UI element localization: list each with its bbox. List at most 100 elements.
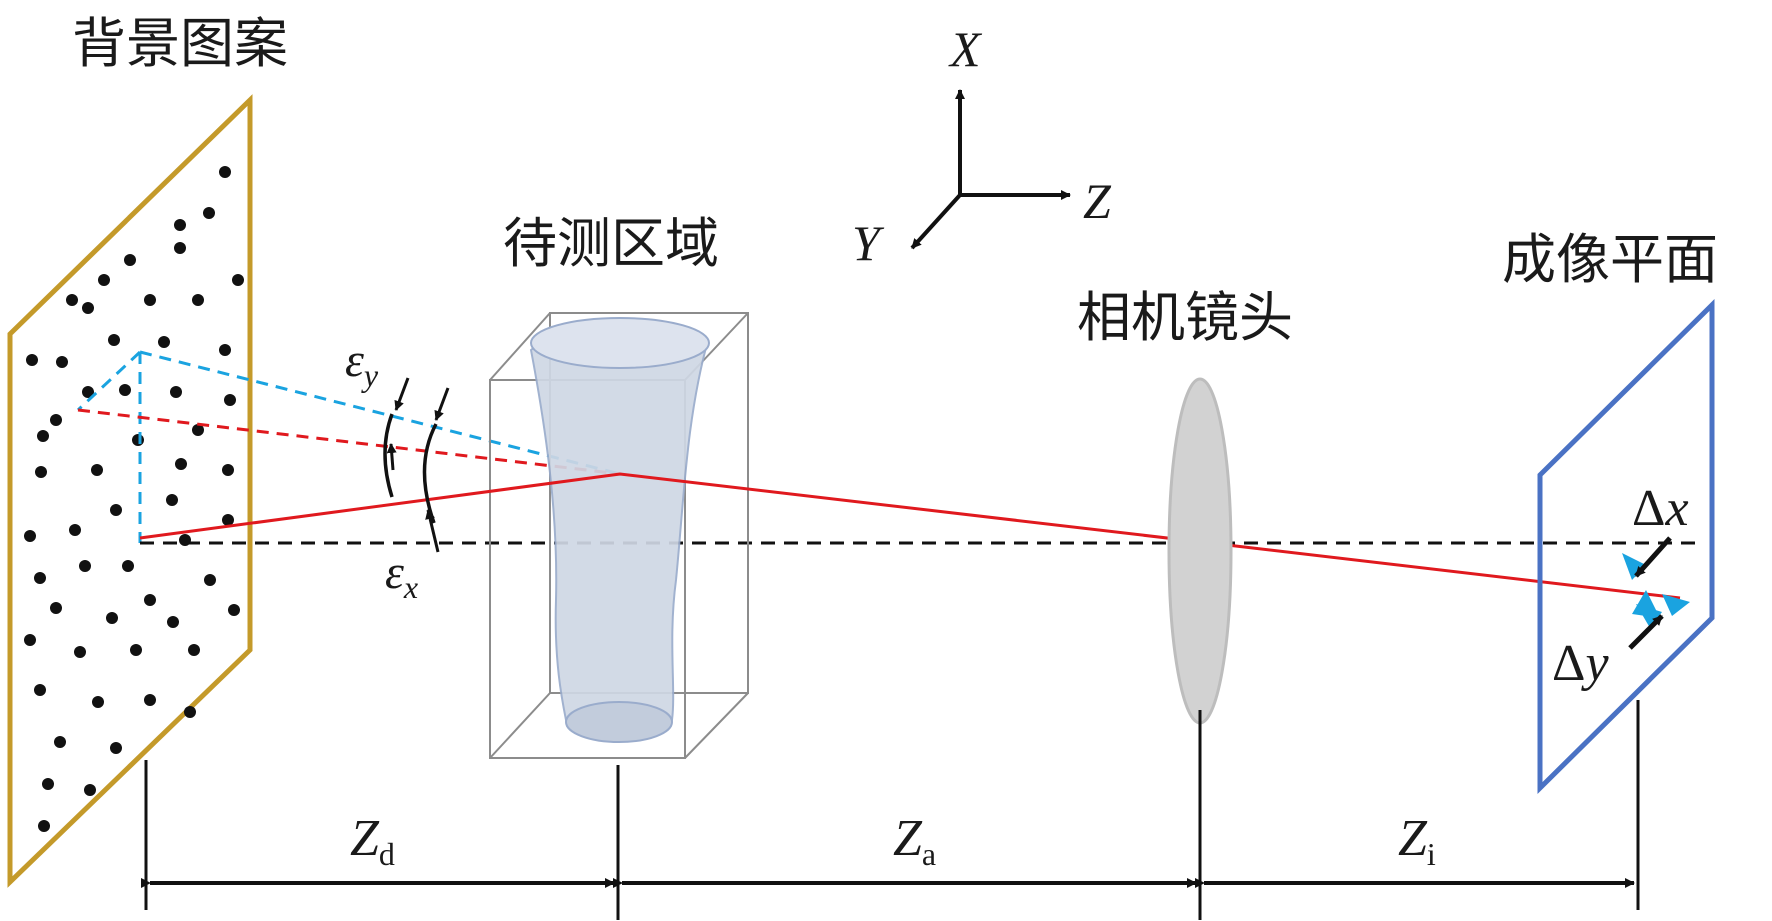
speckle-dot: [110, 742, 122, 754]
eps-y-base: ε: [345, 334, 364, 387]
speckle-dot: [110, 504, 122, 516]
coordinate-axes: [910, 89, 1071, 250]
speckle-dot: [35, 466, 47, 478]
speckle-dot: [228, 604, 240, 616]
dy-label: Δy: [1552, 635, 1609, 692]
zd-label: Zd: [350, 810, 395, 872]
zi-sub: i: [1427, 836, 1436, 872]
dy-var: y: [1580, 635, 1609, 692]
zd-sub: d: [379, 836, 395, 872]
speckle-dot: [203, 207, 215, 219]
dx-var: x: [1664, 480, 1688, 537]
eps-y-arrow-top: [394, 377, 410, 411]
dx-delta: Δ: [1632, 480, 1665, 537]
axis-z-label: Z: [1083, 173, 1112, 229]
speckle-dot: [69, 524, 81, 536]
za-sub: a: [922, 836, 936, 872]
speckle-dot: [82, 302, 94, 314]
eps-y-sub: y: [361, 357, 379, 393]
speckle-dot: [124, 254, 136, 266]
apparent-ray: [77, 408, 621, 476]
speckle-dot: [24, 530, 36, 542]
speckle-dot: [219, 166, 231, 178]
speckle-dot: [144, 294, 156, 306]
speckle-dot: [122, 560, 134, 572]
eps-y-label: εy: [345, 334, 379, 393]
speckle-dot: [34, 684, 46, 696]
speckle-dots: [24, 166, 244, 832]
speckle-dot: [184, 706, 196, 718]
zd-base: Z: [350, 810, 380, 867]
speckle-dot: [175, 458, 187, 470]
speckle-dot: [174, 242, 186, 254]
speckle-dot: [130, 644, 142, 656]
speckle-dot: [92, 696, 104, 708]
eps-x-sub: x: [403, 569, 418, 605]
speckle-dot: [37, 430, 49, 442]
speckle-dot: [79, 560, 91, 572]
imaging-plane-label: 成像平面: [1502, 228, 1718, 291]
zi-base: Z: [1398, 810, 1428, 867]
speckle-dot: [170, 386, 182, 398]
speckle-dot: [232, 274, 244, 286]
za-base: Z: [893, 810, 923, 867]
eps-x-label: εx: [385, 546, 418, 605]
speckle-dot: [132, 434, 144, 446]
speckle-dot: [192, 294, 204, 306]
speckle-dot: [38, 820, 50, 832]
speckle-dot: [24, 634, 36, 646]
dy-arrow: [1628, 614, 1664, 650]
speckle-dot: [174, 219, 186, 231]
speckle-dot: [224, 394, 236, 406]
dx-label: Δx: [1632, 480, 1689, 537]
eps-x-base: ε: [385, 546, 404, 599]
speckle-dot: [222, 514, 234, 526]
speckle-dot: [219, 344, 231, 356]
speckle-dot: [84, 784, 96, 796]
speckle-dot: [42, 778, 54, 790]
axis-x-label: X: [948, 21, 983, 77]
speckle-dot: [66, 294, 78, 306]
flow-field-shape: [529, 317, 710, 743]
speckle-dot: [108, 334, 120, 346]
speckle-dot: [144, 694, 156, 706]
blue-projection-lines: [76, 350, 621, 543]
speckle-dot: [26, 354, 38, 366]
eps-x-arrow-bottom: [425, 509, 440, 553]
speckle-dot: [119, 384, 131, 396]
axis-y-label: Y: [852, 215, 885, 271]
refracted-ray: [139, 472, 1681, 600]
speckle-dot: [98, 274, 110, 286]
za-label: Za: [893, 810, 936, 872]
eps-x-arrow-top: [434, 387, 450, 421]
speckle-dot: [82, 386, 94, 398]
speckle-dot: [106, 612, 118, 624]
dx-arrow: [1634, 536, 1672, 578]
speckle-dot: [188, 644, 200, 656]
speckle-dot: [144, 594, 156, 606]
speckle-dot: [166, 494, 178, 506]
speckle-dot: [54, 736, 66, 748]
speckle-dot: [158, 336, 170, 348]
speckle-dot: [74, 646, 86, 658]
camera-lens: [1167, 377, 1233, 725]
speckle-dot: [222, 464, 234, 476]
background-pattern-frame: [7, 94, 253, 888]
speckle-dot: [50, 414, 62, 426]
speckle-dot: [192, 424, 204, 436]
camera-lens-label: 相机镜头: [1077, 286, 1293, 349]
speckle-dot: [50, 602, 62, 614]
imaging-plane-frame: [1537, 299, 1715, 794]
speckle-dot: [167, 616, 179, 628]
speckle-dot: [91, 464, 103, 476]
displacement-markers: [1622, 553, 1690, 628]
test-region-label: 待测区域: [503, 212, 719, 275]
speckle-dot: [34, 572, 46, 584]
speckle-dot: [204, 574, 216, 586]
background-pattern-label: 背景图案: [72, 12, 288, 75]
dy-delta: Δ: [1552, 635, 1585, 692]
speckle-dot: [56, 356, 68, 368]
zi-label: Zi: [1398, 810, 1436, 872]
